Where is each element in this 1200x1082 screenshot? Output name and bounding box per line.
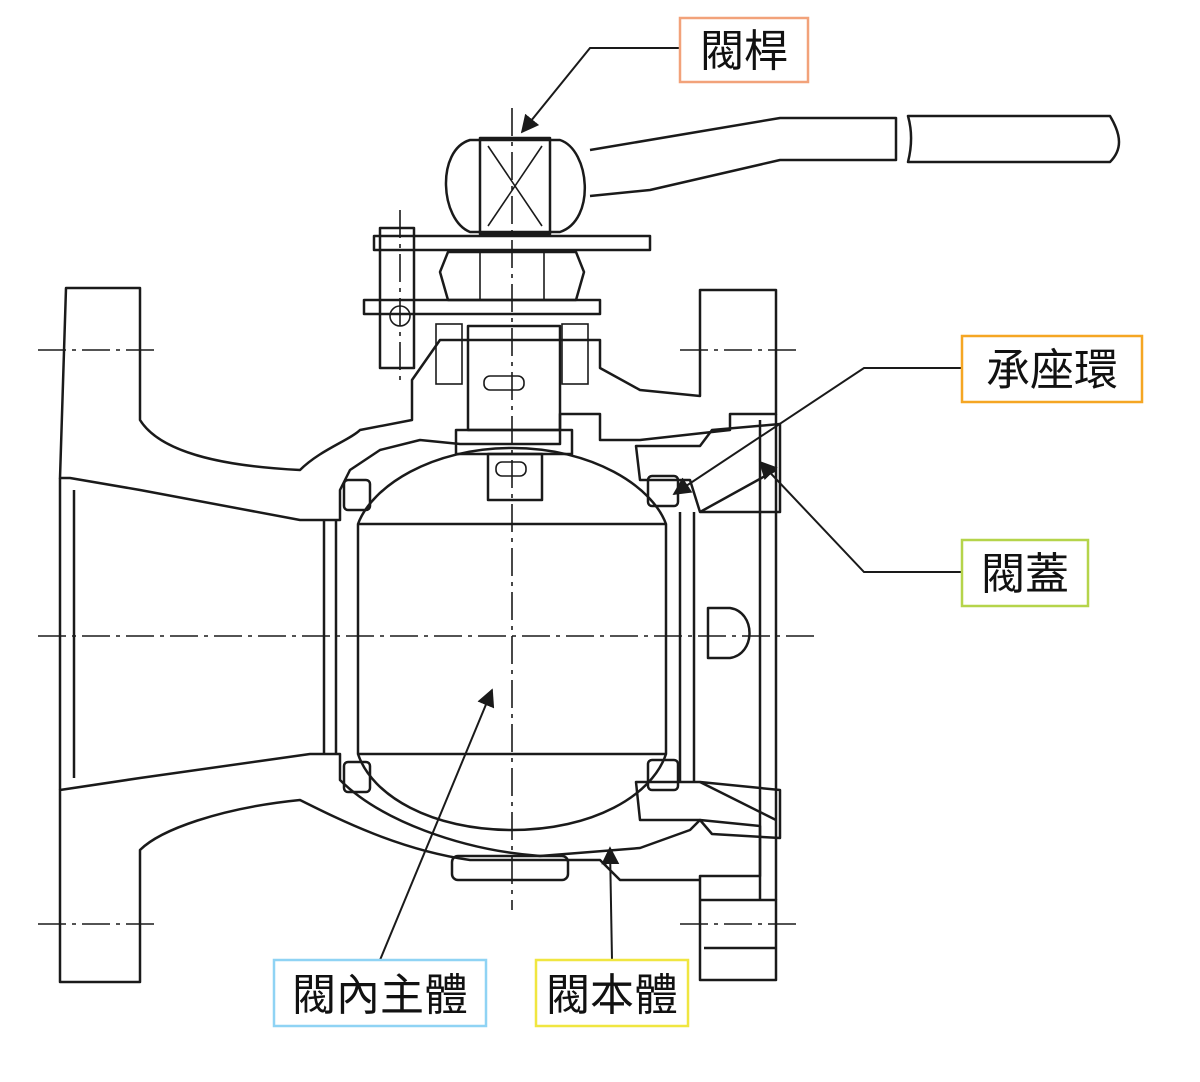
bonnet-part (634, 422, 782, 840)
label-body: 閥本體 (534, 958, 690, 1028)
stem-part (454, 324, 574, 502)
label-seat-ring-box (960, 334, 1144, 404)
seat-rings (342, 474, 680, 794)
label-bonnet: 閥蓋 (960, 538, 1090, 608)
label-stem-box (678, 16, 810, 84)
leader-lines (379, 47, 962, 961)
bonnet-leader (758, 460, 962, 573)
center-lines (38, 108, 820, 925)
label-seat-ring-text: 承座環 (986, 345, 1118, 396)
ball-leader (379, 688, 495, 961)
label-ball-text: 閥內主體 (292, 970, 468, 1021)
label-ball: 閥內主體 (272, 958, 488, 1028)
label-stem: 閥桿 (678, 16, 810, 84)
seat-ring-leader (672, 367, 962, 495)
label-bonnet-box (960, 538, 1090, 608)
body-left-lower (58, 752, 778, 984)
body-leader (601, 846, 620, 961)
body-left-upper (58, 286, 778, 522)
stem-leader (520, 47, 680, 134)
label-bonnet-text: 閥蓋 (981, 549, 1069, 600)
label-ball-box (272, 958, 488, 1028)
label-body-text: 閥本體 (546, 970, 678, 1021)
label-stem-text: 閥桿 (700, 26, 788, 77)
valve-body (58, 286, 778, 984)
label-seat-ring: 承座環 (960, 334, 1144, 404)
label-body-box (534, 958, 690, 1028)
